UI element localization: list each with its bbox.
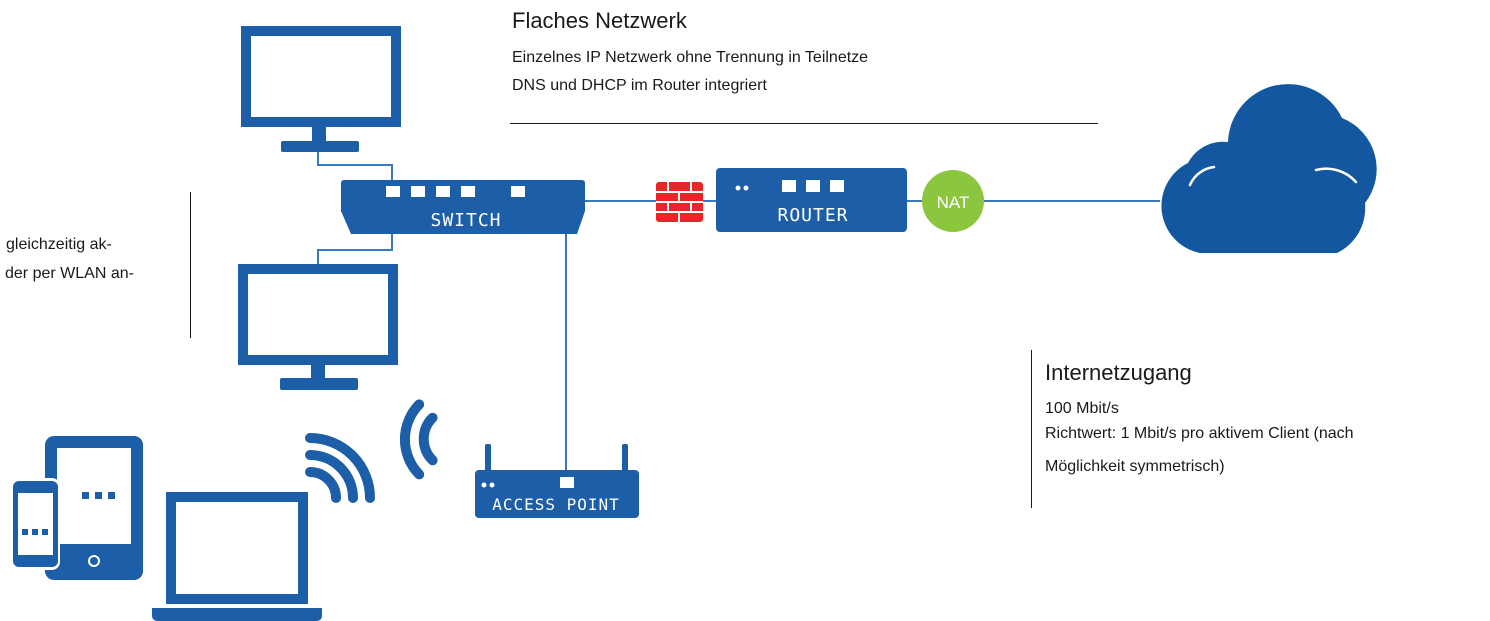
internet-guideline-line-2: Möglichkeit symmetrisch) [1045, 458, 1225, 475]
switch-device: SWITCH [341, 180, 585, 234]
switch-ports-icon [386, 186, 525, 197]
internet-guideline-line-1: Richtwert: 1 Mbit/s pro aktivem Client (… [1045, 425, 1354, 442]
header-line-1: Einzelnes IP Netzwerk ohne Trennung in T… [512, 49, 869, 66]
nat-badge: NAT [922, 170, 984, 232]
header-line-2: DNS und DHCP im Router integriert [512, 77, 767, 94]
internet-cloud-icon [1161, 84, 1377, 254]
tablet-icon [45, 436, 143, 580]
router-ports-icon [782, 180, 844, 192]
left-note-line-1: gleichzeitig ak- [6, 236, 112, 253]
access-point-port-icon [560, 477, 574, 488]
router-device: ROUTER [716, 168, 907, 232]
monitor-bottom-link [317, 234, 393, 264]
firewall-icon [656, 182, 703, 222]
smartphone-icon [10, 478, 60, 570]
left-note-divider [190, 192, 191, 338]
wifi-signal-laptop-icon [305, 433, 375, 503]
cloud-highlight [1188, 165, 1216, 187]
monitor-bottom-icon [238, 264, 398, 390]
internet-note-divider [1031, 350, 1032, 508]
laptop-icon [152, 492, 322, 621]
left-note-line-2: der per WLAN an- [5, 265, 134, 282]
diagram-title: Flaches Netzwerk [512, 8, 687, 33]
switch-label: SWITCH [430, 210, 501, 231]
nat-label: NAT [937, 193, 970, 212]
access-point-label: ACCESS POINT [492, 495, 620, 514]
router-label: ROUTER [777, 205, 848, 226]
monitor-top-link [317, 152, 393, 180]
internet-speed: 100 Mbit/s [1045, 400, 1119, 417]
internet-title: Internetzugang [1045, 360, 1192, 385]
access-point-device: ACCESS POINT [475, 444, 639, 518]
header-divider [510, 123, 1098, 124]
monitor-top-icon [241, 26, 401, 152]
cloud-highlight [1314, 167, 1358, 184]
wifi-signal-ap-icon [399, 399, 438, 480]
